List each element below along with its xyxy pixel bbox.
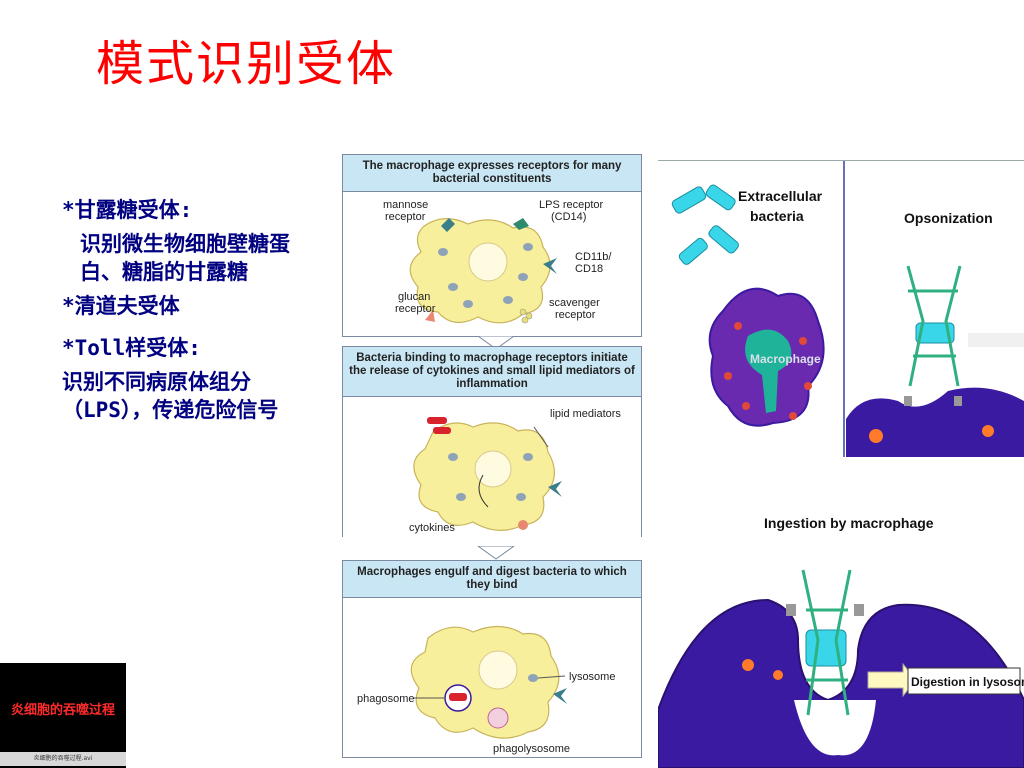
label-cytokines: cytokines	[409, 522, 455, 534]
panel-engulf-header: Macrophages engulf and digest bacteria t…	[343, 561, 641, 598]
receptor-icon	[553, 688, 567, 704]
bacteria-binding-diagram: lipid mediators cytokines	[409, 408, 621, 534]
fc-receptor-icon	[854, 604, 864, 616]
slide-title: 模式识别受体	[96, 36, 397, 92]
label-digestion: Digestion in lysosome	[911, 675, 1024, 689]
phagolysosome-shape	[487, 707, 509, 729]
phagocytosis-figure-bottom: Ingestion by macrophage Digestion in lys…	[658, 500, 1024, 768]
digestion-box	[907, 667, 1021, 695]
phagocytic-cup-shape	[794, 700, 876, 756]
panel-engulf: Macrophages engulf and digest bacteria t…	[342, 560, 642, 758]
nucleus-shape	[468, 242, 508, 282]
lysosome-pointer	[537, 675, 566, 679]
left-text-block: *甘露糖受体: 识别微生物细胞壁糖蛋白、糖脂的甘露糖 *清道夫受体 *Toll样…	[62, 196, 312, 438]
label-opsonization: Opsonization	[904, 210, 993, 226]
bacteria-icon	[427, 417, 451, 434]
ingesting-cell-shape	[658, 598, 1024, 768]
glucan-receptor-icon	[425, 310, 435, 322]
label-cd11b: CD11b/CD18	[575, 251, 612, 275]
label-macrophage: Macrophage	[750, 352, 821, 366]
bacteria-icon	[449, 693, 467, 701]
panel-receptors: The macrophage expresses receptors for m…	[342, 154, 642, 337]
cd11b-receptor-icon	[548, 481, 562, 497]
label-lps: LPS receptor(CD14)	[539, 199, 604, 223]
macrophage-nucleus-shape	[745, 329, 792, 413]
down-arrow-icon	[477, 546, 515, 560]
label-lipid-mediators: lipid mediators	[550, 408, 621, 420]
mannose-receptor-desc: 识别微生物细胞壁糖蛋白、糖脂的甘露糖	[80, 232, 290, 284]
fc-receptor-icon	[954, 396, 962, 406]
lps-receptor-icon	[513, 218, 529, 230]
mannose-receptor-heading: *甘露糖受体:	[62, 198, 193, 222]
fc-receptor-icon	[786, 604, 796, 616]
lysosome-shape	[528, 674, 538, 682]
scavenger-receptor-heading: *清道夫受体	[62, 294, 180, 318]
nucleus-shape	[474, 450, 512, 488]
toll-receptor-heading: *Toll样受体:	[62, 336, 201, 360]
toll-receptor-desc: 识别不同病原体组分（LPS），传递危险信号	[62, 370, 279, 422]
label-lysosome: lysosome	[569, 671, 615, 683]
engulf-digest-diagram: lysosome phagosome phagolysosome	[357, 625, 615, 755]
panel-receptors-header: The macrophage expresses receptors for m…	[343, 155, 641, 192]
antibody-icon	[801, 569, 852, 716]
label-phagosome: phagosome	[357, 693, 415, 705]
nucleus-shape	[478, 650, 518, 690]
lipid-pointer	[533, 426, 549, 448]
ingestion-diagram: Ingestion by macrophage Digestion in lys…	[658, 515, 1024, 768]
panel-binding: Bacteria binding to macrophage receptors…	[342, 346, 642, 537]
label-bar	[968, 333, 1024, 347]
opsonization-cell-shape	[846, 387, 1024, 457]
fc-receptor-icon	[904, 396, 912, 406]
down-arrow-icon	[477, 336, 515, 350]
cd11b-receptor-icon	[543, 258, 557, 274]
video-thumbnail[interactable]: 炎细胞的吞噬过程 炎细胞的吞噬过程.avi	[0, 663, 126, 768]
video-thumbnail-caption: 炎细胞的吞噬过程.avi	[0, 752, 126, 766]
antibody-icon	[906, 265, 962, 387]
signal-arrow-icon	[478, 474, 489, 508]
label-phagolysosome: phagolysosome	[493, 743, 570, 755]
video-thumbnail-title: 炎细胞的吞噬过程	[10, 703, 115, 718]
opsonized-bacterium-icon	[915, 322, 955, 344]
panel-binding-header: Bacteria binding to macrophage receptors…	[343, 347, 641, 397]
label-ingestion: Ingestion by macrophage	[764, 515, 934, 531]
extracellular-bacteria-icon	[671, 184, 739, 265]
mannose-receptor-icon	[441, 218, 455, 232]
cytokine-icon	[518, 520, 528, 530]
scavenger-receptor-icon	[519, 308, 533, 324]
